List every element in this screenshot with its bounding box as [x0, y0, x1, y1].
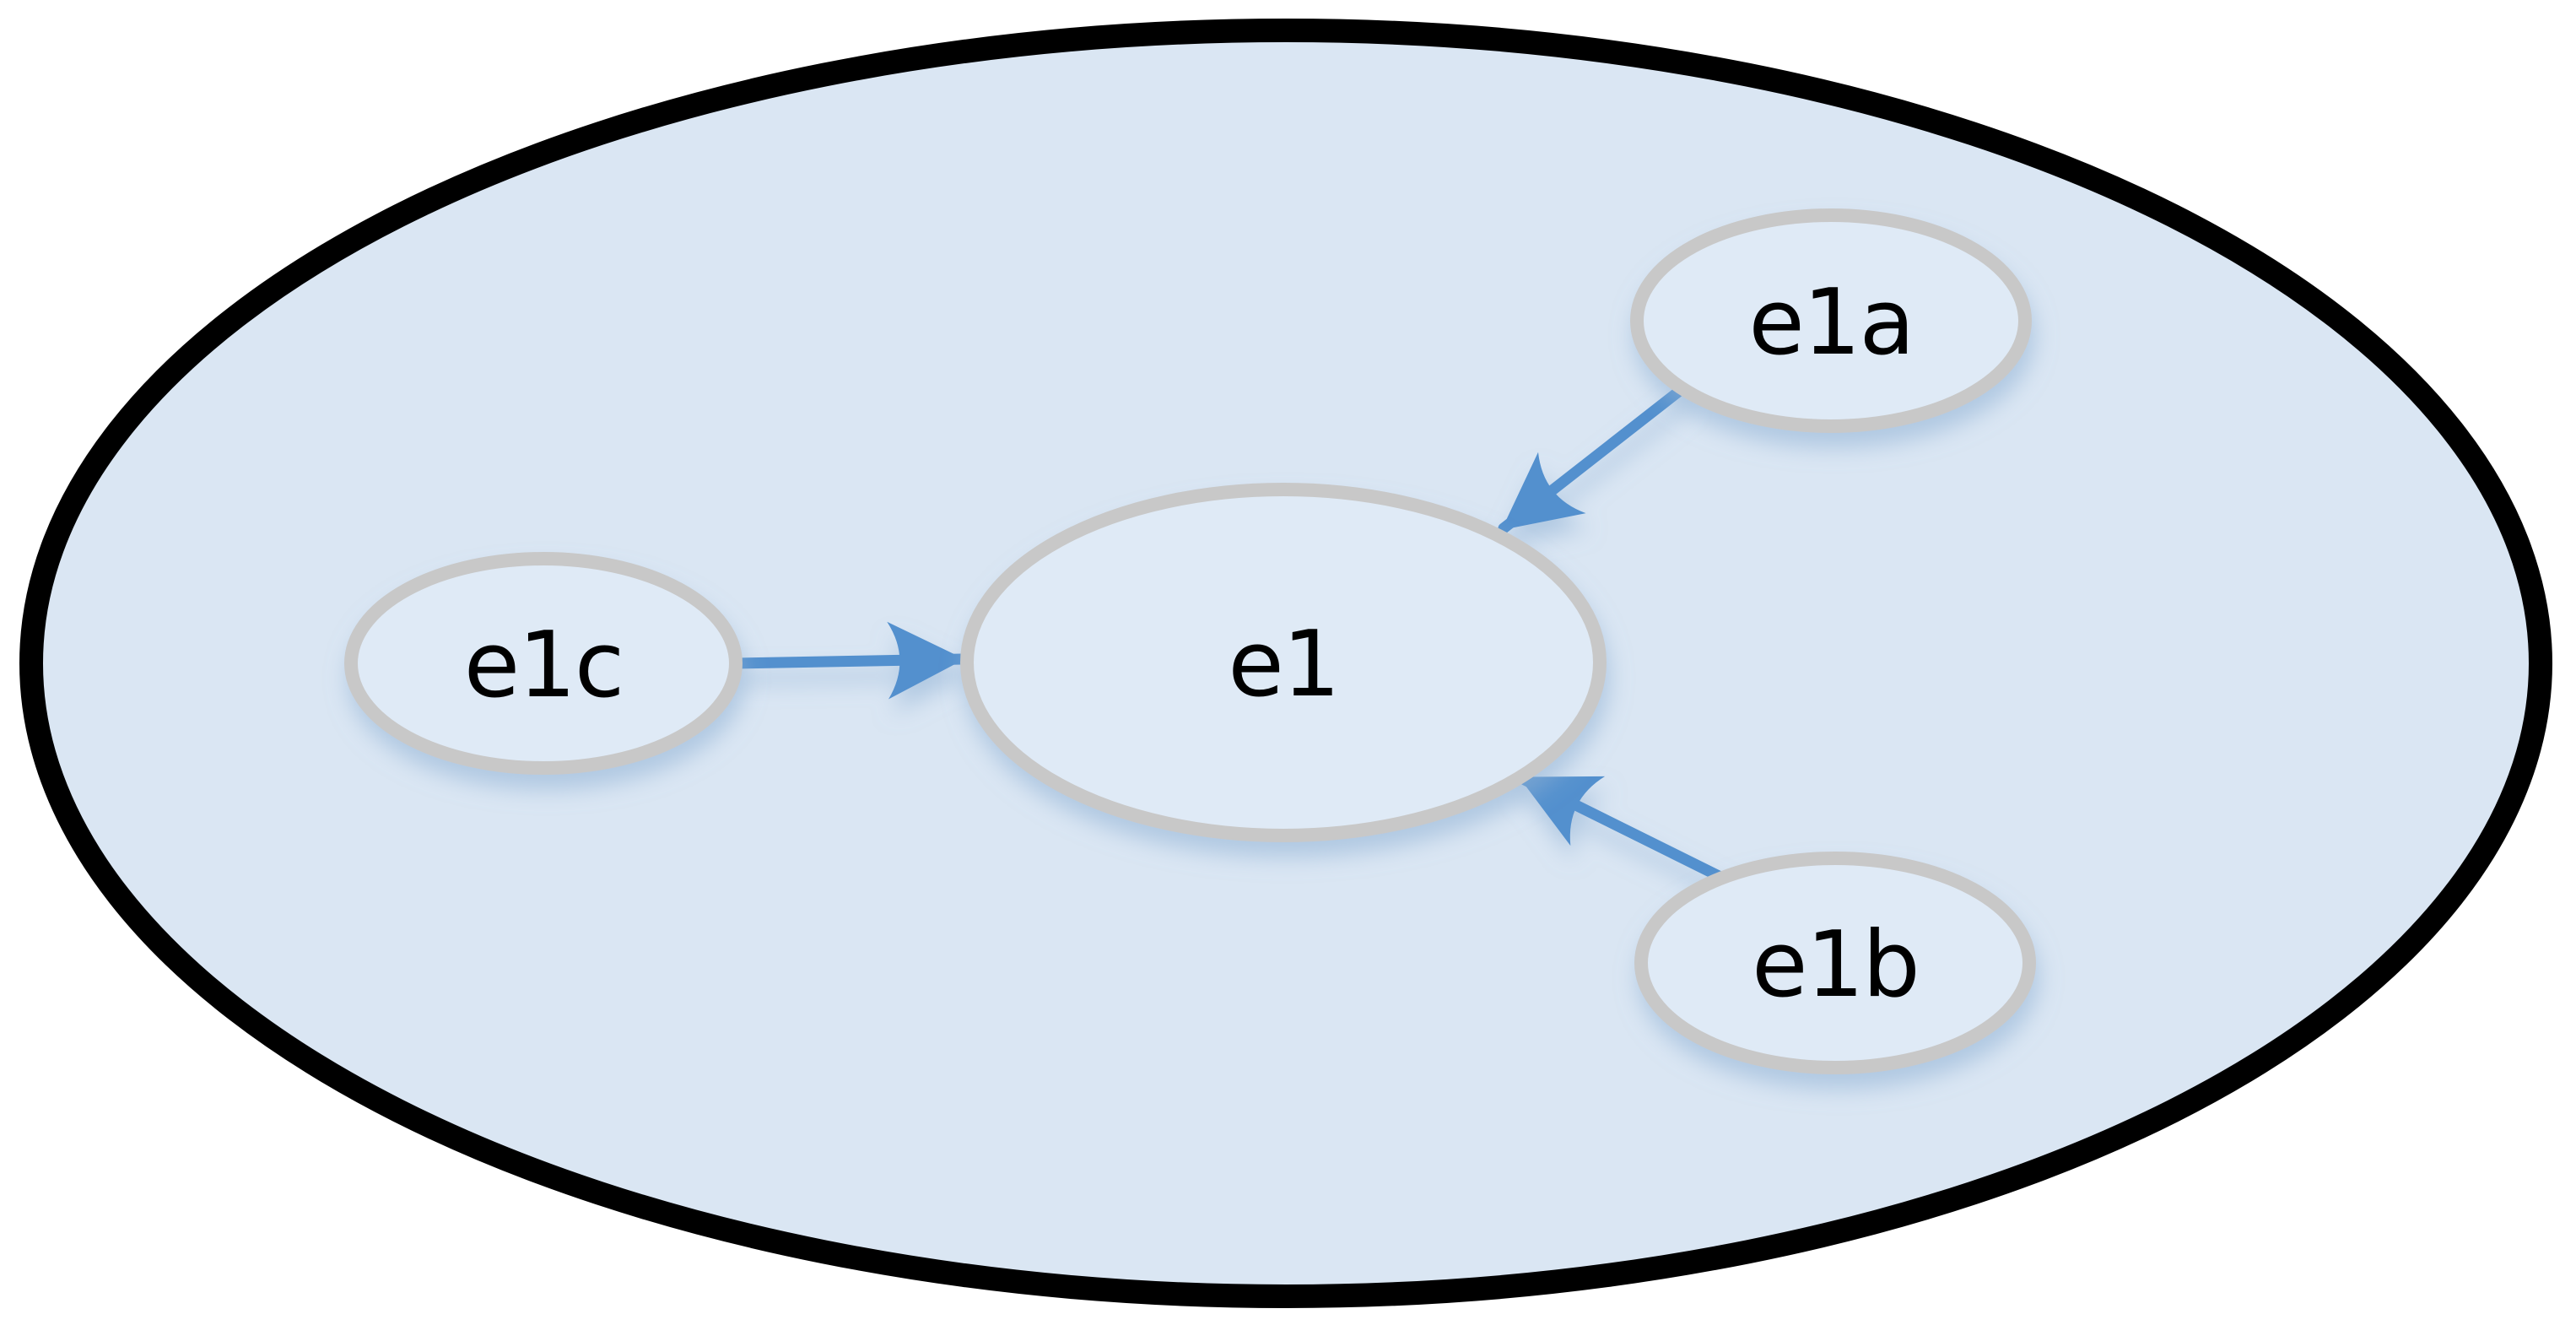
edges: [730, 384, 1730, 884]
edge-e1b-to-e1: [1515, 772, 1730, 884]
node-e1a: e1a: [1630, 208, 2032, 433]
node-e1-label: e1: [1228, 612, 1338, 717]
node-e1-ellipse: [960, 483, 1607, 842]
node-e1b: e1b: [1634, 852, 2036, 1074]
edge-e1a-to-e1: [1498, 384, 1687, 534]
nodes: e1 e1a e1b e1c: [344, 208, 2036, 1074]
node-e1: e1: [960, 483, 1607, 842]
node-e1c-ellipse: [344, 552, 743, 775]
node-e1a-ellipse: [1630, 208, 2032, 433]
edge-e1c-to-e1: [730, 621, 968, 700]
node-e1b-ellipse: [1634, 852, 2036, 1074]
node-e1a-label: e1a: [1748, 270, 1913, 376]
node-e1c-label: e1c: [464, 613, 624, 718]
node-e1b-label: e1b: [1752, 912, 1919, 1018]
node-e1c: e1c: [344, 552, 743, 775]
